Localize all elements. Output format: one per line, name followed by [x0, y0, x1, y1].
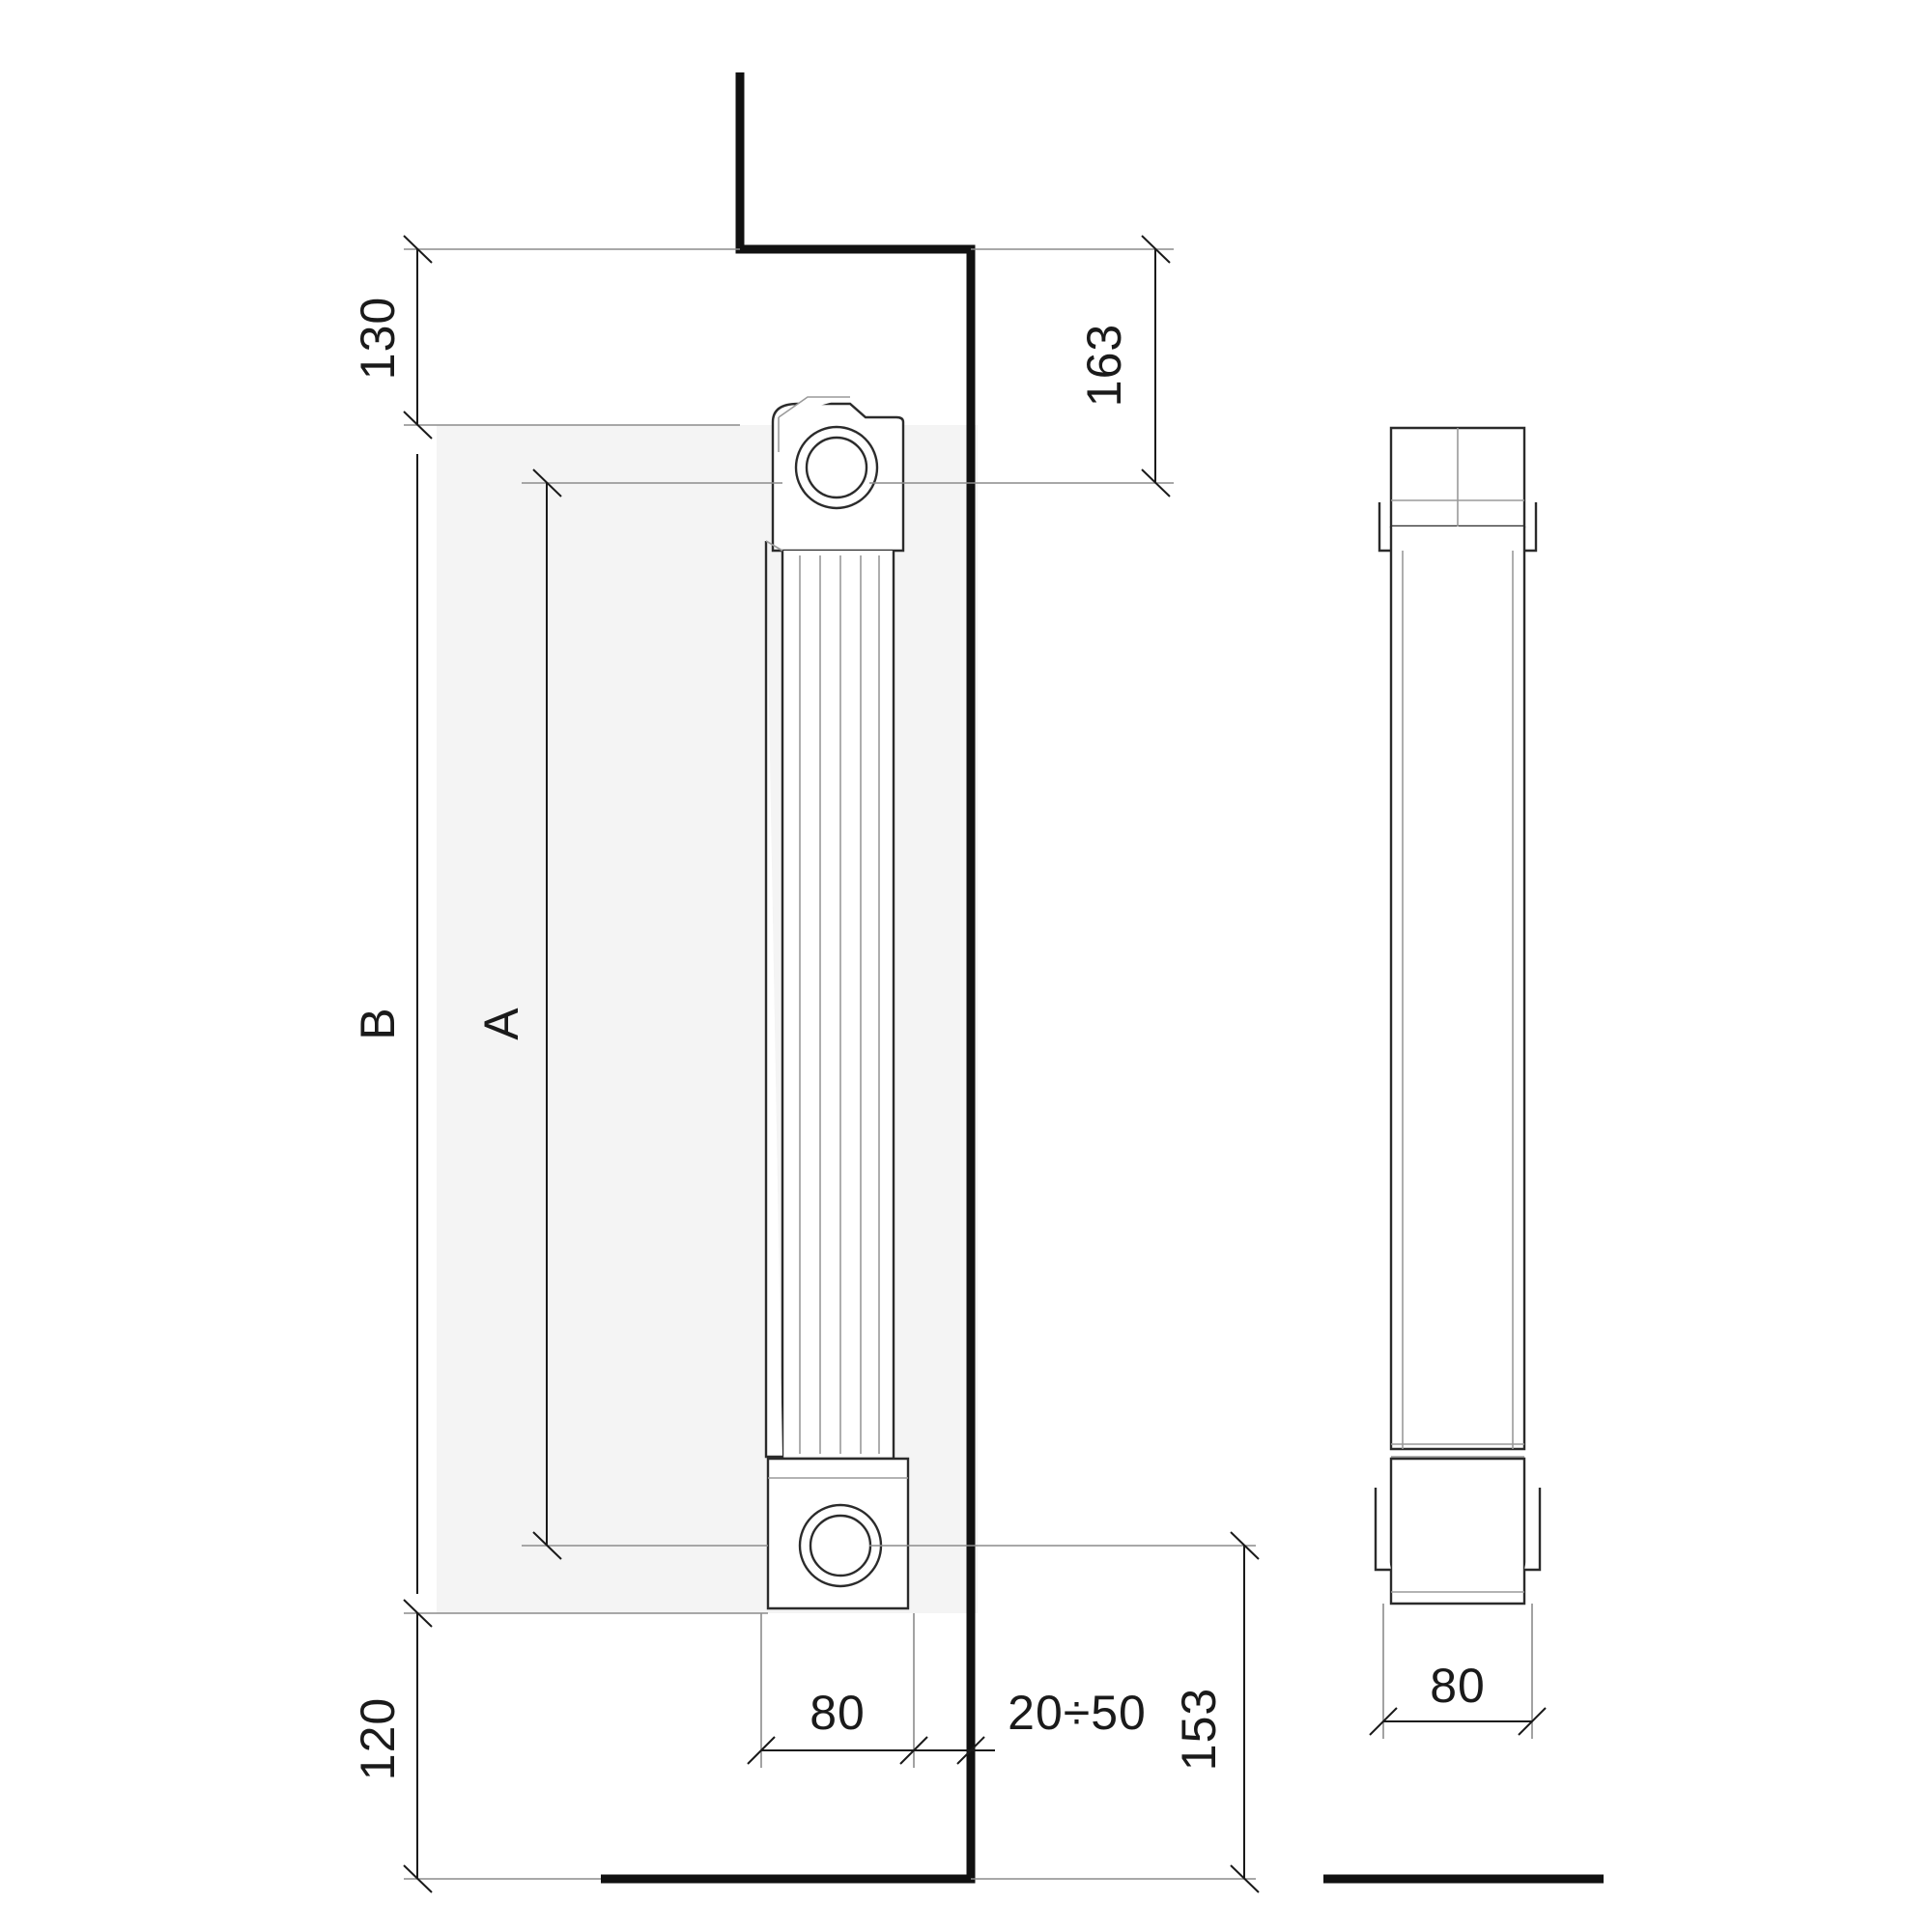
dimension-163-label: 163	[1077, 324, 1131, 407]
dimension-A: A	[474, 469, 782, 1560]
side-view-radiator	[1323, 426, 1604, 1884]
dimension-130: 130	[351, 235, 740, 440]
dimension-153-label: 153	[1172, 1688, 1226, 1771]
dimension-153: 153	[869, 1531, 1260, 1893]
dimension-wall-gap-label: 20÷50	[1008, 1686, 1147, 1740]
dimension-wall-gap: 20÷50	[914, 1686, 1147, 1765]
dimension-120-label: 120	[351, 1697, 405, 1780]
dimension-A-label: A	[474, 1008, 528, 1040]
dimension-120: 120	[351, 1599, 768, 1893]
front-view-radiator	[764, 396, 910, 1610]
dimension-80-side-label: 80	[1430, 1659, 1486, 1713]
dimension-80-side: 80	[1369, 1659, 1547, 1736]
dimension-80-front-label: 80	[810, 1686, 866, 1740]
dimension-B: B	[351, 454, 418, 1594]
dimension-130-label: 130	[351, 297, 405, 380]
dimension-B-label: B	[351, 1008, 405, 1039]
dimension-163: 163	[869, 235, 1174, 497]
dimension-80-front: 80	[747, 1613, 928, 1768]
